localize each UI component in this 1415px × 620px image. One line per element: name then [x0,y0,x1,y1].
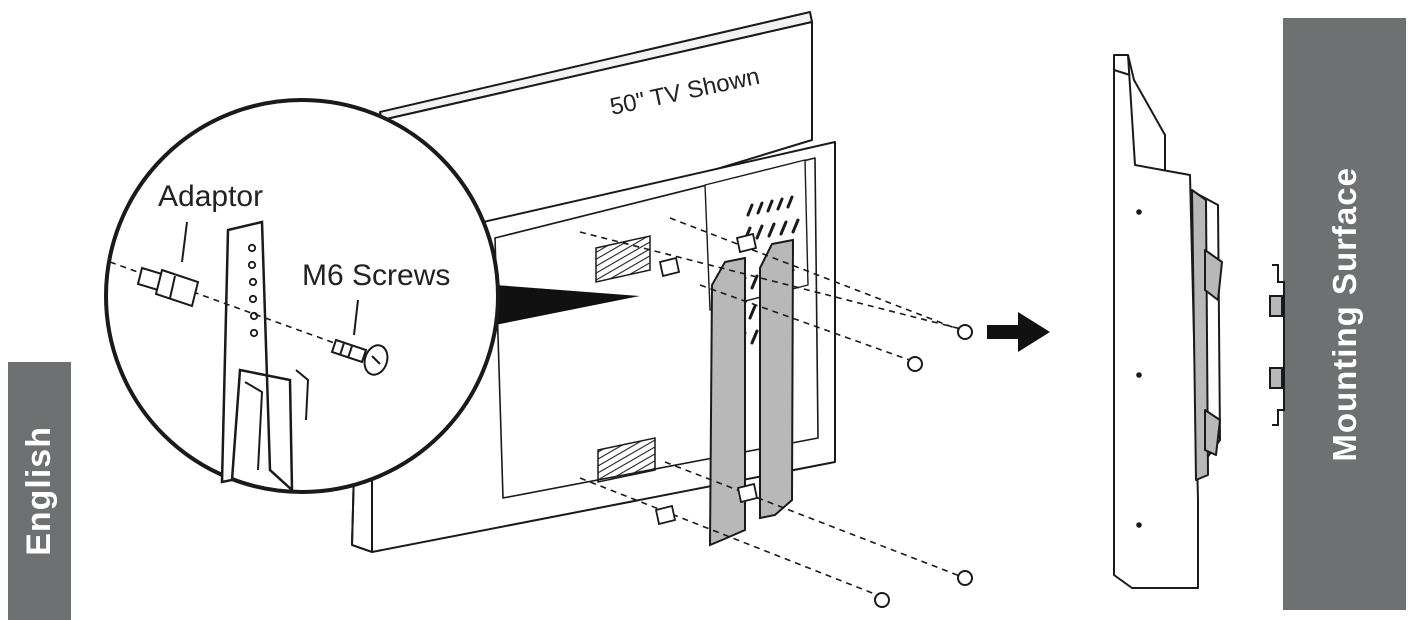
detail-magnifier [104,98,500,494]
screws [874,324,973,608]
tv-side-view [1113,54,1223,589]
mounting-brackets [708,238,795,547]
screw-alignment-lines [579,217,966,599]
adaptor-label: Adaptor [158,180,263,213]
language-tab: English [8,362,71,620]
wall-plate-profile [1269,264,1285,426]
screws-label: M6 Screws [302,259,450,292]
mounting-surface-panel: Mounting Surface [1283,18,1406,610]
callout-pointer [495,285,640,325]
adaptors [654,232,759,526]
arrow-right-icon [987,312,1050,352]
tv-ports [595,235,656,483]
